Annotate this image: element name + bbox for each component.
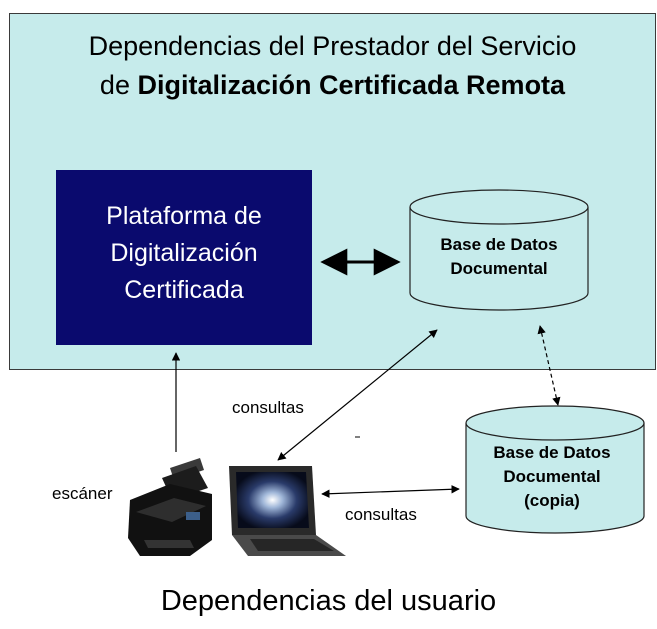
consultas-label-upper: consultas (232, 398, 304, 417)
platform-label-line3: Certificada (124, 276, 244, 304)
user-dependencies-title: Dependencias del usuario (160, 585, 497, 617)
platform-box (56, 170, 312, 345)
provider-title: Dependencias del Prestador del Servicio … (9, 27, 656, 105)
laptop-copy-arrow (321, 485, 460, 498)
scanner-label: escáner (52, 484, 113, 503)
database-copy-cylinder (465, 405, 645, 534)
laptop-icon (229, 466, 346, 556)
platform-label-line2: Digitalización (110, 239, 258, 267)
platform-label-line1: Plataforma de (106, 202, 262, 230)
database-main-label-line2: Documental (450, 259, 548, 278)
database-copy-label: Base de Datos Documental (copia) (459, 441, 645, 513)
database-copy-label-line2: Documental (503, 467, 601, 486)
provider-title-service: Digitalización Certificada Remota (137, 70, 566, 100)
database-main-cylinder (409, 189, 589, 311)
database-copy-label-line3: (copia) (524, 491, 580, 510)
replication-arrow (537, 325, 561, 406)
consultas-label-lower: consultas (345, 505, 417, 524)
laptop-database-arrow (277, 329, 438, 461)
database-copy-label-line1: Base de Datos (493, 443, 611, 462)
scanner-icon (128, 458, 212, 556)
database-main-label-line1: Base de Datos (440, 235, 558, 254)
provider-title-prefix: de (99, 70, 138, 100)
provider-title-line1: Dependencias del Prestador del Servicio (88, 31, 577, 61)
provider-title-line2: de Digitalización Certificada Remota (9, 66, 656, 105)
platform-label: Plataforma de Digitalización Certificada (56, 198, 312, 309)
database-main-label: Base de Datos Documental (404, 233, 594, 281)
